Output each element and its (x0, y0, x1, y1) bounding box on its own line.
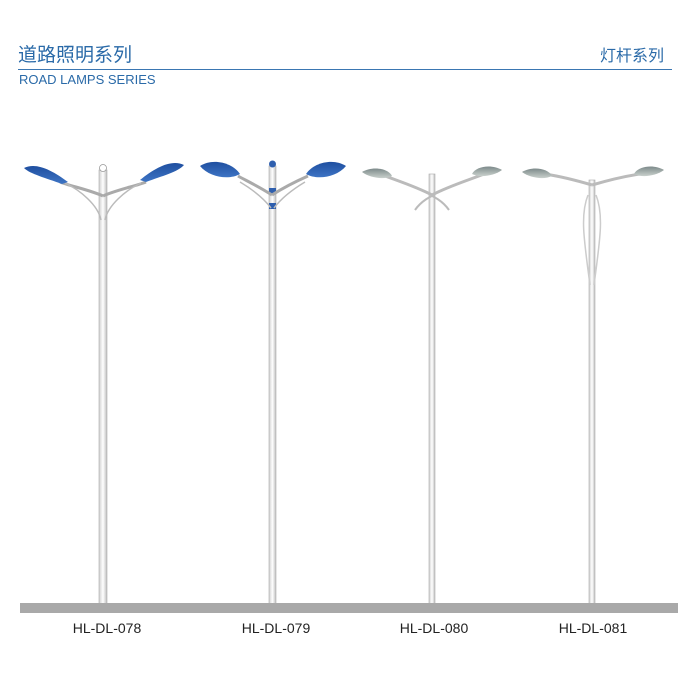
model-label: HL-DL-081 (558, 620, 628, 636)
lamp-hl-dl-081 (522, 166, 664, 606)
lamp-hl-dl-079 (200, 160, 346, 606)
page-title-cn: 道路照明系列 (18, 44, 133, 66)
lamp-hl-dl-078 (24, 162, 184, 606)
series-label: 灯杆系列 (599, 46, 664, 65)
model-label: HL-DL-079 (241, 620, 311, 636)
model-label: HL-DL-080 (399, 620, 469, 636)
model-label: HL-DL-078 (72, 620, 142, 636)
lamp-hl-dl-080 (362, 166, 502, 606)
ground-bar (20, 603, 678, 613)
page-title-en: ROAD LAMPS SERIES (19, 72, 156, 87)
header-divider (18, 69, 672, 70)
